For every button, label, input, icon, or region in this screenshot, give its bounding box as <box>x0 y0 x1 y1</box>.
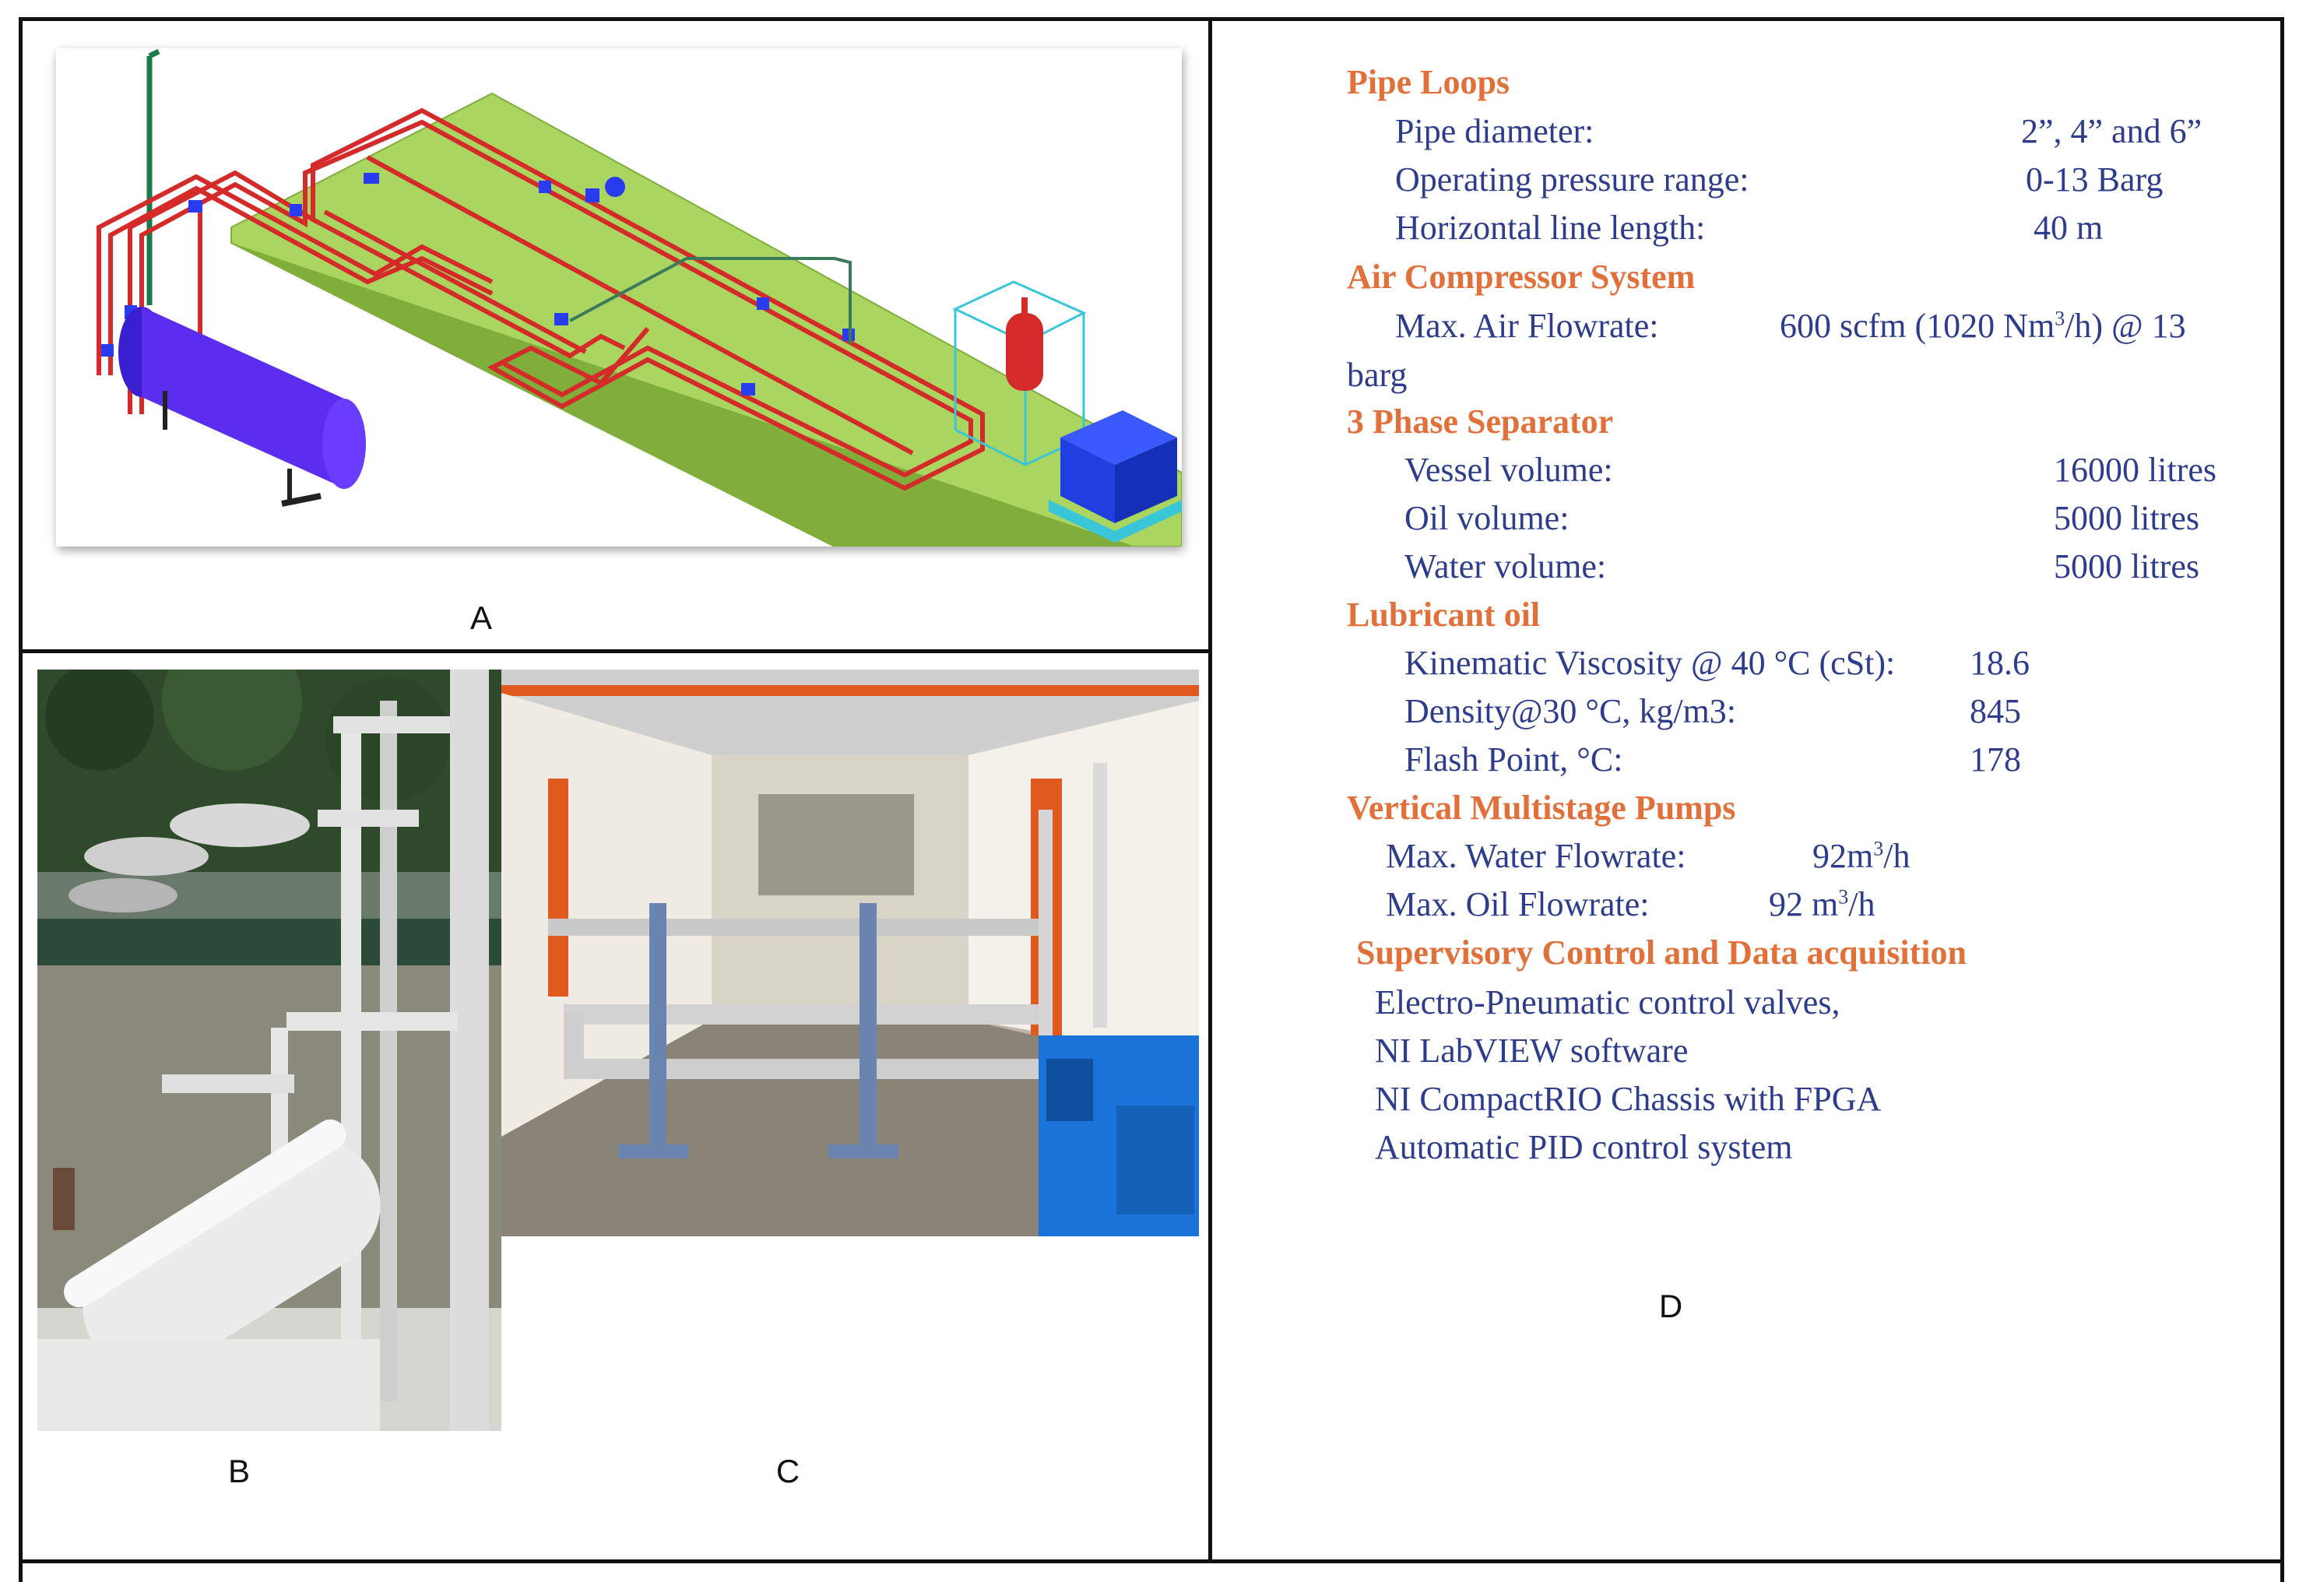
cad-model-image <box>56 48 1182 547</box>
oil-volume-value: 5000 litres <box>2054 499 2199 537</box>
horizontal-divider <box>19 649 1211 653</box>
vertical-divider <box>1208 17 1212 1563</box>
flash-point-label: Flash Point, °C: <box>1404 740 1623 779</box>
scada-item: NI LabVIEW software <box>1375 1032 1689 1070</box>
viscosity-label: Kinematic Viscosity @ 40 °C (cSt): <box>1404 644 1896 682</box>
separator-photo <box>37 670 501 1431</box>
vessel-volume-label: Vessel volume: <box>1404 451 1613 489</box>
pressure-range-value: 0-13 Barg <box>2026 160 2164 199</box>
pipe-diameter-label: Pipe diameter: <box>1395 112 1594 150</box>
valves <box>101 173 855 395</box>
red-tank <box>1006 297 1043 391</box>
scada-heading: Supervisory Control and Data acquisition <box>1356 933 1967 972</box>
line-length-value: 40 m <box>2034 209 2104 247</box>
air-compressor-heading: Air Compressor System <box>1347 258 1696 296</box>
scada-item: Automatic PID control system <box>1375 1128 1793 1166</box>
vessel-volume-value: 16000 litres <box>2054 451 2216 489</box>
scada-item: Electro-Pneumatic control valves, <box>1375 983 1840 1021</box>
oil-flow-label: Max. Oil Flowrate: <box>1386 885 1650 923</box>
panel-label-c: C <box>775 1453 800 1489</box>
panel-label-b: B <box>227 1453 251 1489</box>
line-length-label: Horizontal line length: <box>1395 209 1706 247</box>
air-flow-value-wrap: barg <box>1347 356 1408 394</box>
separator-vessel <box>118 307 366 507</box>
oil-flow-value: 92 m3/h <box>1769 885 1875 923</box>
bottom-border <box>19 1559 2284 1563</box>
water-flow-label: Max. Water Flowrate: <box>1386 837 1686 875</box>
water-volume-label: Water volume: <box>1404 547 1607 585</box>
density-value: 845 <box>1970 692 2021 730</box>
air-flow-label: Max. Air Flowrate: <box>1395 307 1659 345</box>
pipe-loops-heading: Pipe Loops <box>1347 63 1510 101</box>
figure-frame <box>19 17 2284 1582</box>
water-volume-value: 5000 litres <box>2054 547 2199 585</box>
pipe-diameter-value: 2”, 4” and 6” <box>2021 112 2202 150</box>
pumps-heading: Vertical Multistage Pumps <box>1347 789 1736 827</box>
compressor-unit <box>1049 410 1182 543</box>
separator-heading: 3 Phase Separator <box>1347 403 1614 441</box>
flash-point-value: 178 <box>1970 740 2021 779</box>
panel-label-d: D <box>1658 1288 1683 1324</box>
viscosity-value: 18.6 <box>1970 644 2030 682</box>
density-label: Density@30 °C, kg/m3: <box>1404 692 1737 730</box>
oil-volume-label: Oil volume: <box>1404 499 1570 537</box>
scada-item: NI CompactRIO Chassis with FPGA <box>1375 1080 1882 1118</box>
lubricant-heading: Lubricant oil <box>1347 596 1541 634</box>
air-flow-value: 600 scfm (1020 Nm3/h) @ 13 <box>1780 307 2186 345</box>
flow-loop-photo <box>501 670 1199 1236</box>
pressure-range-label: Operating pressure range: <box>1395 160 1749 199</box>
panel-label-a: A <box>469 599 493 636</box>
water-flow-value: 92m3/h <box>1812 837 1911 875</box>
